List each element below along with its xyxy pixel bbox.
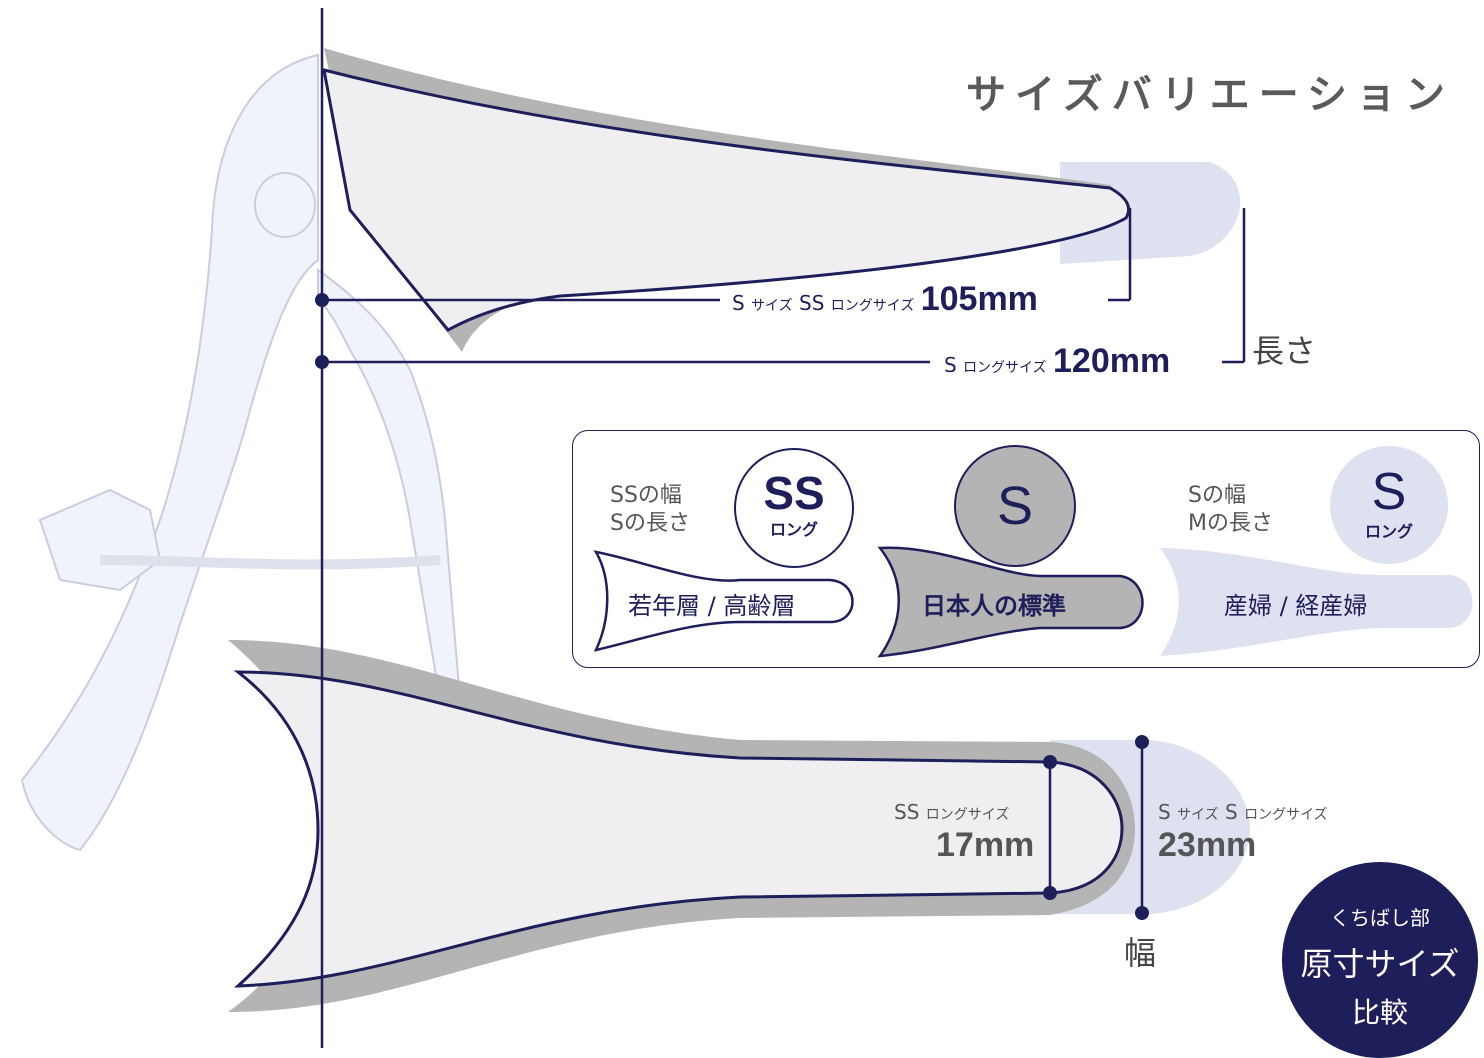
width-dimension-lines [1043,735,1149,920]
stamp-line-1: くちばし部 [1330,906,1430,930]
width-17-value: 17mm [936,826,1035,864]
bottom-blade-outline [233,670,1124,988]
size-ss-text: SS [894,800,920,824]
stamp-line-3: 比較 [1351,996,1408,1029]
size-ss-text: SS [799,291,825,315]
badge-long-text: ロング [1364,524,1413,541]
long-size-word: ロングサイズ [925,807,1010,823]
legend-s-badge: S [954,445,1076,567]
size-word: サイズ [1177,807,1219,823]
size-s-text: S [1158,800,1171,824]
page-title: サイズバリエーション [966,72,1454,118]
long-size-word: ロングサイズ [1244,807,1328,823]
length-dimension-lines [315,208,1246,369]
size-word: サイズ [751,298,793,314]
top-blade-outline [322,67,1131,332]
actual-size-stamp: くちばし部 原寸サイズ 比較 [1282,862,1478,1058]
badge-size-text: S [1371,463,1407,521]
length-label-105: S サイズ SS ロングサイズ 105mm [732,280,1038,319]
length-label-120: S ロングサイズ 120mm [944,342,1170,381]
size-legend-panel [572,430,1480,668]
length-120-value: 120mm [1053,342,1171,380]
width-label-s: S サイズ S ロングサイズ [1158,800,1328,824]
stamp-line-2: 原寸サイズ [1300,945,1460,983]
size-s-text: S [1225,800,1238,824]
legend-ss-target: 若年層 / 高齢層 [628,592,796,620]
badge-size-text: SS [763,467,825,519]
width-label-ss: SS ロングサイズ [894,800,1009,824]
legend-s-long-badge: S ロング [1330,446,1448,564]
size-s-text: S [732,291,745,315]
length-105-value: 105mm [920,280,1038,318]
width-23-value: 23mm [1158,826,1257,864]
badge-long-text: ロング [769,522,818,539]
length-axis-label: 長さ [1252,332,1317,370]
legend-desc-line: Sの長さ [610,511,690,536]
legend-desc-line: Sの幅 [1188,483,1246,508]
legend-desc-line: SSの幅 [610,483,682,508]
legend-s-long-desc: Sの幅 Mの長さ [1188,482,1273,538]
legend-ss-long-badge: SS ロング [734,448,854,568]
legend-s-shape [877,546,1144,658]
long-size-word: ロングサイズ [963,360,1047,376]
legend-ss-desc: SSの幅 Sの長さ [610,482,690,538]
width-axis-label: 幅 [1124,934,1157,972]
size-s-text: S [944,353,957,377]
legend-ss-shape [593,550,854,652]
legend-desc-line: Mの長さ [1188,511,1273,536]
legend-s-long-shape [1160,548,1473,656]
long-size-word: ロングサイズ [830,298,915,314]
legend-s-long-target: 産婦 / 経産婦 [1224,592,1368,620]
legend-s-target: 日本人の標準 [922,592,1066,620]
speculum-handle-illustration [20,53,462,852]
badge-size-text: S [996,476,1034,536]
